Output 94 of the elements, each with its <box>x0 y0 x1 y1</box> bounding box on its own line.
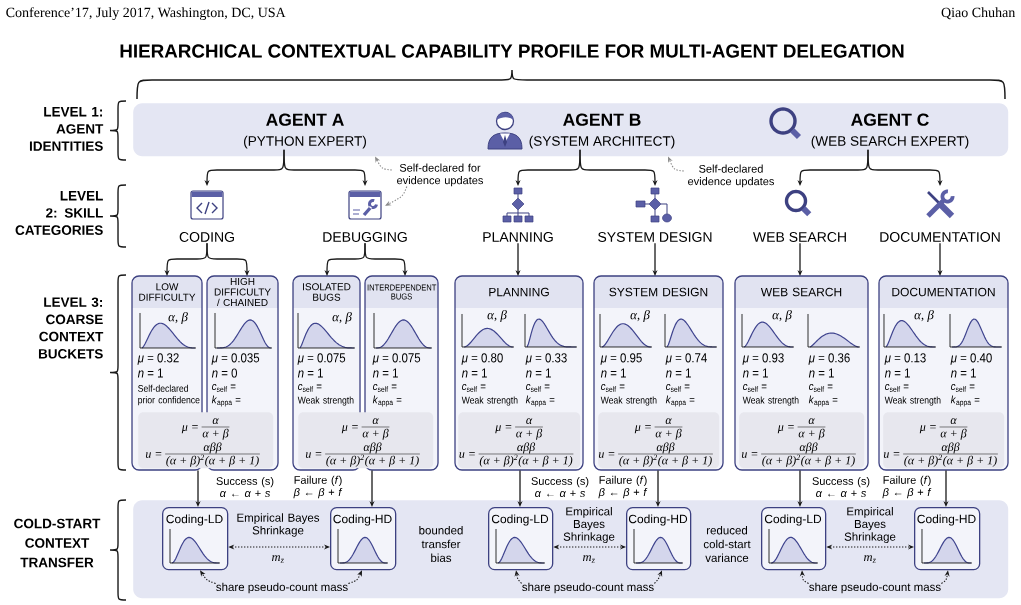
stat-text: k$_{appa}$ = <box>372 395 402 407</box>
stat-text: μ = 0.075 <box>297 353 346 365</box>
stat-text: c$_{self}$ = <box>809 384 833 392</box>
stat-text: c$_{self}$ = <box>601 384 625 392</box>
annotation-text: Self-declared evidence updates <box>688 164 774 188</box>
stat-text: k$_{appa}$ = <box>808 395 838 407</box>
agent-title: AGENT B (SYSTEM ARCHITECT) <box>529 113 675 149</box>
stat-text: n = 1 <box>950 368 976 378</box>
formula-panel: α α + β αββ (α + β)$^{2}$(α + β + 1) μ = u = <box>458 412 581 469</box>
edge-label: Failure (f) β ← β + f <box>293 475 343 499</box>
stat-text: Weak strength <box>742 396 799 406</box>
skill-label: PLANNING <box>483 232 553 242</box>
stat-text: k$_{appa}$ = <box>525 395 555 407</box>
stat-text: μ = 0.36 <box>808 353 850 365</box>
curve-label: α, β <box>630 310 650 322</box>
formula-panel: α α + β αββ (α + β)$^{2}$(α + β + 1) μ = u = <box>138 412 274 469</box>
annotation-text: Self-declared for evidence updates <box>397 163 483 187</box>
formula-panel: α α + β αββ (α + β)$^{2}$(α + β + 1) μ = u = <box>883 412 1005 469</box>
stat-text: n = 1 <box>884 368 910 378</box>
stat-text: μ = 0.95 <box>600 353 642 365</box>
stat-text: c$_{self}$ = <box>462 384 486 392</box>
stat-text: c$_{self}$ = <box>212 384 236 392</box>
stat-text: k$_{appa}$ = <box>211 395 241 407</box>
stat-text: n = 1 <box>600 368 626 378</box>
curve-label: α, β <box>168 312 188 324</box>
stat-text: Weak strength <box>884 396 941 406</box>
parameter-label: m$_{z}$ <box>583 555 595 563</box>
edge-label: Empirical Bayes Shrinkage <box>558 506 620 544</box>
stat-text: c$_{self}$ = <box>526 384 550 392</box>
stat-text: c$_{self}$ = <box>885 384 909 392</box>
skill-label: DEBUGGING <box>323 232 407 242</box>
level-label: LEVEL 1: AGENT IDENTITIES <box>29 107 104 151</box>
stat-text: c$_{self}$ = <box>743 384 767 392</box>
level-band <box>133 103 1009 157</box>
edge-label: Success (s) α ← α + s <box>216 476 274 498</box>
running-header: Qiao Chuhan <box>941 7 1016 20</box>
skill-label: SYSTEM DESIGN <box>598 232 712 242</box>
stat-text: Weak strength <box>461 396 518 406</box>
stat-text: k$_{appa}$ = <box>950 395 980 407</box>
parameter-label: m$_{z}$ <box>272 555 284 563</box>
skill-label: WEB SEARCH <box>753 232 846 242</box>
edge-label: Empirical Bayes Shrinkage <box>839 506 901 544</box>
stat-text: Weak strength <box>600 396 657 406</box>
edge-label: Failure (f) β ← β + f <box>598 475 648 499</box>
stat-text: n = 1 <box>808 368 834 378</box>
skill-label: DOCUMENTATION <box>880 232 1000 242</box>
curve-label: α, β <box>914 310 934 322</box>
stat-text: n = 1 <box>742 368 768 378</box>
level-label: LEVEL 2: SKILL CATEGORIES <box>15 191 103 235</box>
stat-text: μ = 0.33 <box>525 353 567 365</box>
title: HIERARCHICAL CONTEXTUAL CAPABILITY PROFILE FOR MULTI-AGENT DELEGATION <box>120 44 904 58</box>
stat-text: n = 0 <box>211 368 237 378</box>
stat-text: k$_{appa}$ = <box>665 395 695 407</box>
stat-text: μ = 0.13 <box>884 353 926 365</box>
curve-label: α, β <box>772 310 792 322</box>
formula-panel: α α + β αββ (α + β)$^{2}$(α + β + 1) μ = u = <box>739 412 865 469</box>
stat-text: n = 1 <box>137 368 163 378</box>
stat-text: n = 1 <box>297 368 323 378</box>
skill-label: CODING <box>179 232 234 242</box>
stat-text: μ = 0.93 <box>742 353 784 365</box>
stat-text: c$_{self}$ = <box>666 384 690 392</box>
stat-text: μ = 0.035 <box>211 353 260 365</box>
stat-text: μ = 0.74 <box>665 353 707 365</box>
note-text: reduced cold-start variance <box>703 526 751 562</box>
stat-text: Weak strength <box>297 396 354 406</box>
annotation-text: share pseudo-count mass <box>809 582 941 594</box>
annotation-text: share pseudo-count mass <box>522 582 654 594</box>
stat-text: μ = 0.40 <box>950 353 992 365</box>
edge-label: Failure (f) β ← β + f <box>882 475 932 499</box>
agent-title: AGENT C (WEB SEARCH EXPERT) <box>811 113 969 149</box>
edge-label: Success (s) α ← α + s <box>812 476 870 498</box>
stat-text: n = 1 <box>525 368 551 378</box>
agent-title: AGENT A (PYTHON EXPERT) <box>244 113 366 149</box>
stat-text: n = 1 <box>372 368 398 378</box>
parameter-label: m$_{z}$ <box>864 555 876 563</box>
stat-text: μ = 0.075 <box>372 353 421 365</box>
stat-text: Self-declared prior confidence <box>138 384 200 406</box>
formula-panel: α α + β αββ (α + β)$^{2}$(α + β + 1) μ = u = <box>598 412 720 469</box>
curve-label: α, β <box>332 312 352 324</box>
formula-panel: α α + β αββ (α + β)$^{2}$(α + β + 1) μ = u = <box>298 412 434 469</box>
stat-text: μ = 0.80 <box>461 353 503 365</box>
running-header: Conference’17, July 2017, Washington, DC, USA <box>6 7 286 21</box>
level-label: LEVEL 3: COARSE CONTEXT BUCKETS <box>38 297 104 359</box>
stat-text: μ = 0.32 <box>137 353 179 365</box>
stat-text: c$_{self}$ = <box>298 384 322 392</box>
edge-label: Success (s) α ← α + s <box>531 476 589 498</box>
note-text: bounded transfer bias <box>419 526 463 562</box>
level-label: COLD-START CONTEXT TRANSFER <box>14 518 101 568</box>
annotation-text: share pseudo-count mass <box>216 582 348 594</box>
curve-label: α, β <box>487 310 507 322</box>
stat-text: c$_{self}$ = <box>951 384 975 392</box>
stat-text: c$_{self}$ = <box>373 384 397 392</box>
stat-text: n = 1 <box>461 368 487 378</box>
stat-text: n = 1 <box>665 368 691 378</box>
